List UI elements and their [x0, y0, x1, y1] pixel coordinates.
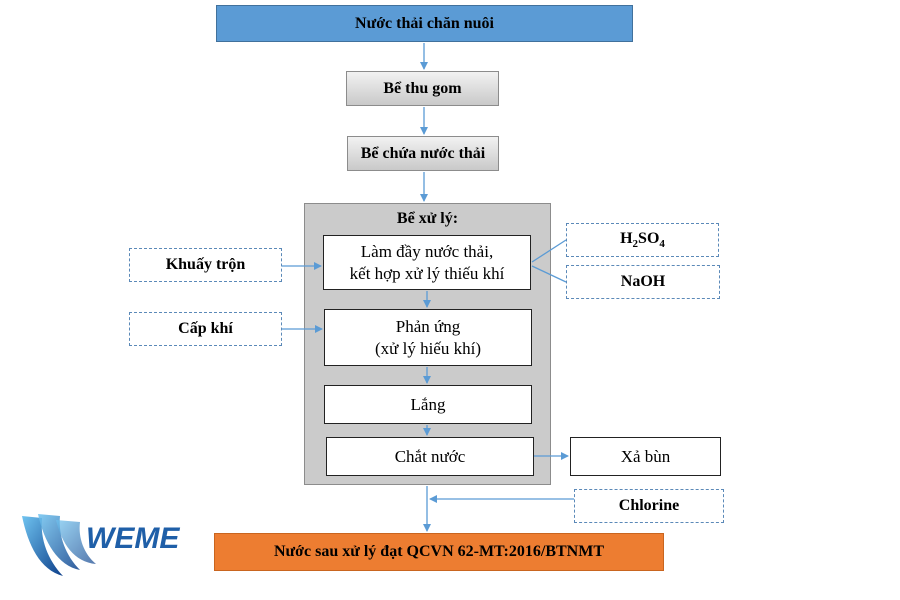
treatment-tank-title: Bể xử lý:	[396, 210, 459, 227]
base-box: NaOH	[566, 265, 720, 299]
mixing-box: Khuấy trộn	[129, 248, 282, 282]
source-label: Nước thải chăn nuôi	[355, 14, 494, 32]
chlorine-box: Chlorine	[574, 489, 724, 523]
collection-tank-box: Bể thu gom	[346, 71, 499, 106]
fill-stage-line1: Làm đầy nước thải,	[360, 242, 494, 262]
sludge-label: Xả bùn	[620, 446, 671, 466]
collection-tank-label: Bể thu gom	[383, 79, 462, 97]
mixing-label: Khuấy trộn	[165, 256, 246, 273]
decant-stage-box: Chắt nước	[326, 437, 534, 476]
fill-stage-line2: kết hợp xử lý thiếu khí	[349, 263, 505, 283]
aeration-box: Cấp khí	[129, 312, 282, 346]
decant-stage-label: Chắt nước	[394, 446, 466, 466]
output-box: Nước sau xử lý đạt QCVN 62-MT:2016/BTNMT	[214, 533, 664, 571]
acid-box: H2SO4	[566, 223, 719, 257]
chlorine-label: Chlorine	[618, 497, 680, 514]
reaction-stage-line2: (xử lý hiếu khí)	[374, 338, 481, 358]
weme-logo: WEME	[22, 514, 180, 576]
settling-stage-box: Lắng	[324, 385, 532, 424]
settling-stage-label: Lắng	[410, 394, 446, 414]
arrow-acid-to-fill	[531, 239, 567, 263]
logo-text: WEME	[86, 522, 180, 555]
aeration-label: Cấp khí	[178, 320, 233, 337]
reaction-stage-line1: Phản ứng	[395, 317, 461, 337]
storage-tank-box: Bể chứa nước thải	[347, 136, 499, 171]
sludge-box: Xả bùn	[570, 437, 721, 476]
arrow-base-to-fill	[531, 265, 567, 283]
output-label: Nước sau xử lý đạt QCVN 62-MT:2016/BTNMT	[274, 543, 604, 560]
source-box: Nước thải chăn nuôi	[216, 5, 633, 42]
acid-label: H2SO4	[620, 229, 665, 250]
reaction-stage-box: Phản ứng (xử lý hiếu khí)	[324, 309, 532, 366]
base-label: NaOH	[620, 273, 666, 290]
storage-tank-label: Bể chứa nước thải	[360, 144, 486, 162]
fill-stage-box: Làm đầy nước thải, kết hợp xử lý thiếu k…	[323, 235, 531, 290]
